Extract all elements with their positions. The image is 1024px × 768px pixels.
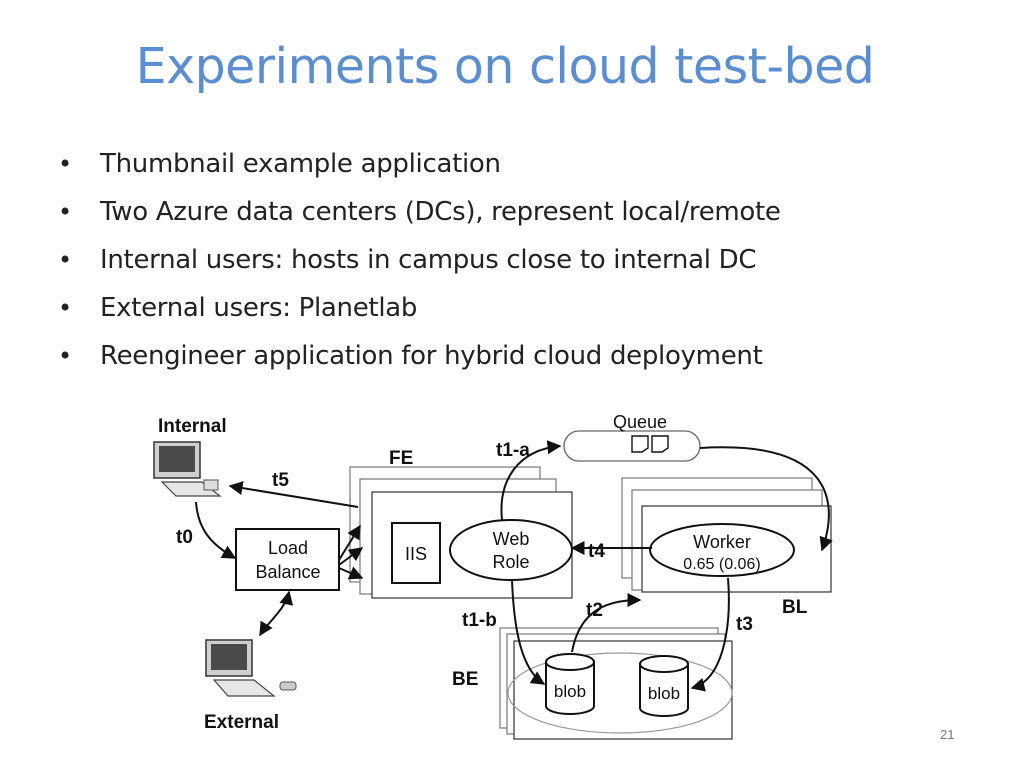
arrow-t2 (571, 593, 642, 653)
arrow-t3 (690, 577, 730, 692)
arrow-t0 (195, 501, 237, 559)
bullet-text: External users: Planetlab (100, 293, 418, 323)
edge-label-t4: t4 (588, 541, 605, 562)
bullet-dot-icon: • (58, 342, 72, 370)
worker-label-1: Worker (693, 532, 751, 552)
arrow-lb-fe-2 (338, 547, 364, 566)
worker-label-2: 0.65 (0.06) (683, 556, 760, 573)
bullet-dot-icon: • (58, 294, 72, 322)
architecture-diagram: Internal External Load Balance FE IIS We… (153, 412, 833, 740)
iis-box (391, 522, 441, 584)
queue-label: Queue (613, 412, 667, 432)
edge-label-t1b: t1-b (462, 610, 497, 631)
blob-cylinder-icon (545, 653, 595, 715)
bullet-dot-icon: • (58, 198, 72, 226)
arrow-t1b (511, 579, 546, 685)
queue-message-icon (631, 435, 669, 453)
arrow-lb-fe-3 (338, 566, 364, 580)
arrow-t1a (500, 440, 562, 521)
bullet-item: • Reengineer application for hybrid cloud… (58, 338, 781, 386)
blob-label: blob (648, 684, 680, 703)
bullet-dot-icon: • (58, 150, 72, 178)
edge-label-t0: t0 (176, 527, 193, 548)
blob-cylinder-icon (639, 655, 689, 717)
arrow-lb-external (259, 590, 294, 637)
bullet-item: • Thumbnail example application (58, 146, 781, 194)
external-computer-icon (205, 639, 297, 697)
web-role-label-1: Web (493, 529, 530, 549)
be-storage-ellipse (507, 652, 733, 734)
load-balance-label-2: Balance (255, 562, 320, 582)
internal-label: Internal (158, 416, 227, 437)
fe-label: FE (389, 448, 413, 469)
edge-label-t2: t2 (586, 600, 603, 621)
be-label: BE (452, 669, 478, 690)
arrow-t5 (228, 481, 359, 508)
bullet-dot-icon: • (58, 246, 72, 274)
edge-label-t3: t3 (736, 614, 753, 635)
arrow-queue-worker (699, 446, 833, 552)
bullet-text: Internal users: hosts in campus close to… (100, 245, 757, 275)
bl-label: BL (782, 597, 808, 618)
bullet-list: • Thumbnail example application • Two Azur… (58, 146, 781, 386)
arrow-lb-fe-1 (338, 524, 361, 561)
bullet-text: Thumbnail example application (100, 149, 501, 179)
web-role-label-2: Role (492, 552, 529, 572)
bullet-text: Two Azure data centers (DCs), represent … (100, 197, 781, 227)
page-number: 21 (940, 727, 955, 742)
internal-computer-icon (153, 441, 222, 497)
load-balance-label-1: Load (268, 538, 308, 558)
load-balance-box (235, 528, 340, 591)
bullet-item: • Two Azure data centers (DCs), represent… (58, 194, 781, 242)
bullet-item: • External users: Planetlab (58, 290, 781, 338)
edge-label-t1a: t1-a (496, 440, 530, 461)
bullet-text: Reengineer application for hybrid cloud … (100, 341, 763, 371)
slide-title: Experiments on cloud test-bed (135, 38, 875, 95)
edge-label-t5: t5 (272, 470, 289, 491)
external-label: External (204, 712, 279, 733)
iis-label: IIS (405, 544, 427, 564)
bullet-item: • Internal users: hosts in campus close t… (58, 242, 781, 290)
worker-ellipse (649, 523, 795, 577)
blob-label: blob (554, 682, 586, 701)
